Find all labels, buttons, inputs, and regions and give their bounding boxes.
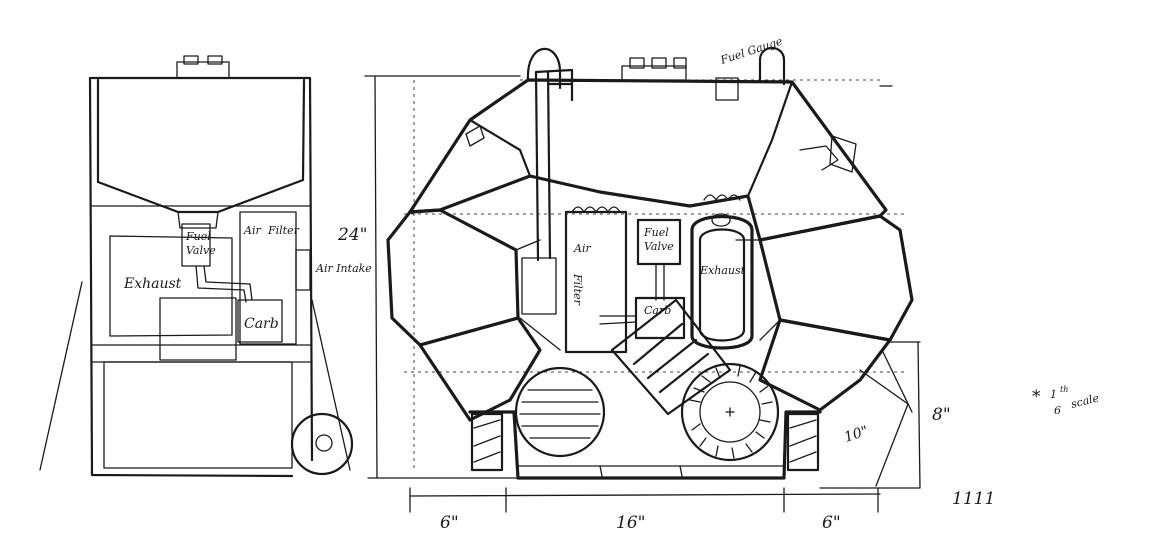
scale-numerator: 1 (1050, 388, 1057, 401)
side-air-intake-label: Air Intake (315, 262, 372, 275)
fan-wheel (680, 362, 780, 462)
tally-mark: 1111 (952, 489, 995, 509)
side-engine-block (103, 361, 293, 469)
side-tank-neck (177, 211, 219, 229)
side-view (39, 55, 354, 478)
front-carb (634, 296, 686, 340)
right-hinge (799, 135, 857, 173)
top-hex-panel (408, 78, 888, 242)
side-filter-label: Filter (267, 224, 300, 237)
right-dimensions (819, 85, 921, 489)
side-pulley (290, 412, 354, 476)
front-fuel-valve (636, 218, 682, 266)
front-fuel-valve-label-2: Valve (644, 240, 674, 253)
left-hinge (465, 125, 485, 147)
scale-star: * (1032, 387, 1041, 407)
front-view (386, 46, 914, 480)
side-exhaust-box (109, 235, 233, 337)
scale-word: scale (1070, 391, 1101, 411)
side-exhaust-label: Exhaust (123, 276, 182, 292)
side-air-intake (295, 249, 311, 291)
bottom-dimensions (409, 487, 881, 513)
front-fuel-cap (621, 57, 687, 81)
side-fuel-line (195, 265, 253, 303)
top-inner-line (468, 80, 794, 198)
side-carb (237, 299, 283, 343)
scale-denominator: 6 (1054, 404, 1061, 417)
cylinder (610, 298, 732, 416)
left-foot (470, 412, 504, 472)
fuel-gauge (715, 46, 786, 101)
height-dimension (364, 75, 521, 479)
front-exhaust-label: Exhaust (699, 264, 746, 277)
left-width-dim-label: 6" (440, 513, 459, 533)
side-fuel-valve-label-2: Valve (186, 244, 216, 257)
side-height-dim-label: 8" (932, 405, 951, 425)
side-fuel-tank (96, 78, 306, 214)
side-fuel-cap (176, 55, 230, 79)
base-frame (468, 410, 822, 480)
side-air-label: Air (243, 224, 261, 237)
right-foot (786, 412, 820, 472)
front-fuel-valve-label-1: Fuel (643, 226, 669, 239)
scale-superscript: th (1060, 385, 1068, 394)
front-air-filter-can (521, 257, 557, 315)
fuel-gauge-label: Fuel Gauge (718, 34, 785, 67)
intake-grille (514, 366, 606, 458)
front-air-label: Air (573, 242, 591, 255)
side-carb-label: Carb (244, 316, 279, 332)
bottom-hex-panel (418, 316, 892, 422)
right-width-dim-label: 6" (822, 513, 841, 533)
height-dim-label: 24" (337, 225, 367, 245)
side-support (39, 281, 351, 471)
fuel-valve-stem (655, 263, 665, 301)
diagonal-dim-label: 10" (842, 423, 870, 446)
fuel-pipe (526, 47, 574, 262)
base-lines (517, 465, 785, 477)
frame-struts (515, 239, 781, 351)
air-filter-fins (571, 206, 621, 213)
center-width-dim-label: 16" (616, 513, 645, 533)
side-fuel-valve-label-1: Fuel (185, 230, 211, 243)
carb-link (599, 315, 637, 325)
front-filter-label: Filter (571, 273, 584, 306)
side-carb-outer (159, 297, 237, 361)
front-carb-label: Carb (644, 304, 671, 317)
